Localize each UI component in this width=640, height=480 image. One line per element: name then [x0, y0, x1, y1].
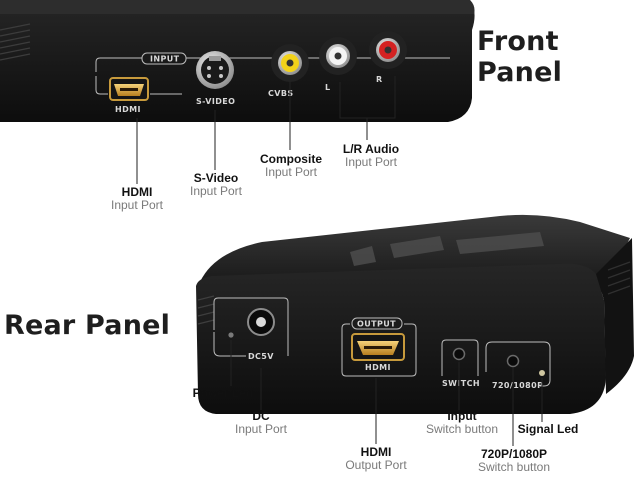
callout-svideo-input: S-Video Input Port: [182, 172, 250, 198]
rear-silk-resolution: 720/1080P: [492, 381, 543, 390]
callout-input-switch-title: Input: [447, 409, 477, 423]
callout-resolution-switch: 720P/1080P Switch button: [470, 448, 558, 474]
callout-resolution-switch-subtitle: Switch button: [477, 460, 551, 474]
callout-resolution-switch-title: 720P/1080P: [480, 447, 548, 461]
callout-signal-led-title: Signal Led: [517, 422, 579, 436]
front-silk-l: L: [325, 83, 331, 92]
callout-svideo-input-title: S-Video: [193, 171, 239, 185]
callout-composite-input: Composite Input Port: [256, 153, 326, 179]
callout-input-switch: Input Switch button: [420, 410, 504, 436]
front-silk-hdmi: HDMI: [115, 105, 141, 114]
callout-composite-input-subtitle: Input Port: [264, 165, 318, 179]
callout-signal-led: Signal Led: [512, 423, 584, 436]
callout-audio-input-title: L/R Audio: [342, 142, 400, 156]
rear-panel-title: Rear Panel: [4, 310, 171, 341]
front-silk-cvbs: CVBS: [268, 89, 294, 98]
front-silk-input: INPUT: [150, 55, 180, 64]
rear-device: DC5V OUTPUT HDMI SWITCH 720/1080P: [196, 214, 634, 414]
resolution-switch-button: [506, 354, 520, 368]
rear-silk-switch: SWITCH: [442, 379, 480, 388]
callout-input-switch-subtitle: Switch button: [425, 422, 499, 436]
callout-hdmi-output-title: HDMI: [360, 445, 392, 459]
rear-silk-output: OUTPUT: [357, 320, 396, 329]
rear-silk-hdmi: HDMI: [365, 363, 391, 372]
power-led: [228, 332, 234, 338]
dc-jack: [256, 317, 266, 327]
callout-svideo-input-subtitle: Input Port: [189, 184, 243, 198]
front-device: INPUT HDMI S-VIDEO CVBS L: [0, 0, 475, 122]
signal-led: [539, 370, 545, 376]
front-silk-svideo: S-VIDEO: [196, 97, 235, 106]
rear-silk-dc5v: DC5V: [248, 352, 274, 361]
callout-hdmi-output: HDMI Output Port: [338, 446, 414, 472]
callout-power-led: Power Led: [186, 387, 260, 400]
callout-power-led-title: Power Led: [192, 386, 254, 400]
callout-audio-input-subtitle: Input Port: [344, 155, 398, 169]
front-panel-title: Front Panel: [477, 26, 563, 88]
callout-hdmi-input-subtitle: Input Port: [110, 198, 164, 212]
callout-dc-input-title: DC: [252, 409, 270, 423]
input-switch-button: [452, 347, 466, 361]
callout-audio-input: L/R Audio Input Port: [336, 143, 406, 169]
callout-dc-input-subtitle: Input Port: [234, 422, 288, 436]
callout-hdmi-input-title: HDMI: [121, 185, 153, 199]
callout-composite-input-title: Composite: [259, 152, 322, 166]
callout-hdmi-input: HDMI Input Port: [104, 186, 170, 212]
front-silk-r: R: [376, 75, 383, 84]
callout-hdmi-output-subtitle: Output Port: [345, 458, 407, 472]
callout-dc-input: DC Input Port: [226, 410, 296, 436]
